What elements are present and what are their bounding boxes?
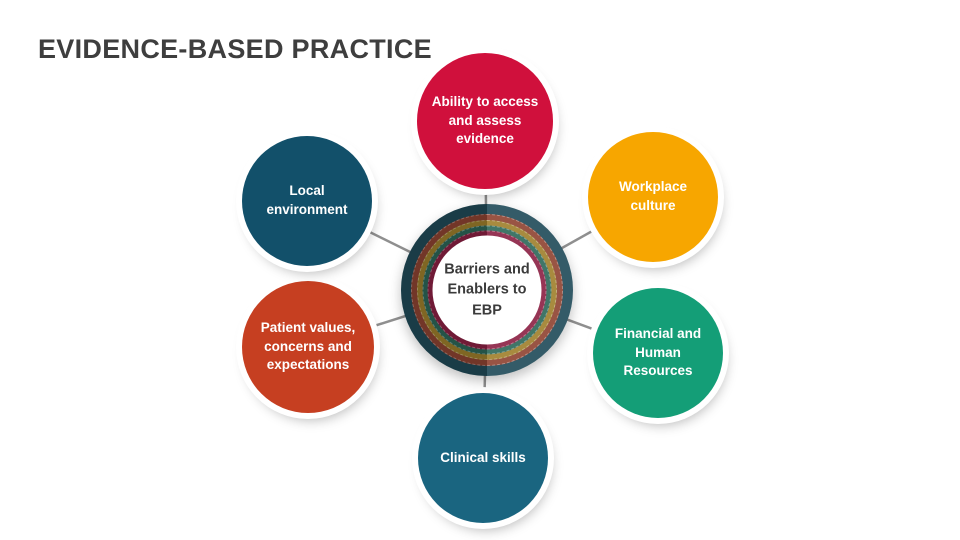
- node-workplace-culture: Workplace culture: [588, 132, 718, 262]
- node-local-environment: Local environment: [242, 136, 372, 266]
- page-title: EVIDENCE-BASED PRACTICE: [38, 34, 432, 65]
- node-label: Ability to access and assess evidence: [431, 94, 539, 147]
- node-clinical-skills: Clinical skills: [418, 393, 548, 523]
- node-ability-to-access-evidence: Ability to access and assess evidence: [417, 53, 553, 189]
- node-financial-human-resources: Financial and Human Resources: [593, 288, 723, 418]
- center-label: Barriers and Enablers to EBP: [444, 261, 530, 319]
- node-patient-values: Patient values, concerns and expectation…: [242, 281, 374, 413]
- node-label: Financial and Human Resources: [614, 326, 702, 379]
- node-label: Local environment: [266, 183, 348, 217]
- node-label: Clinical skills: [440, 449, 526, 465]
- center-hub: Barriers and Enablers to EBP: [401, 204, 573, 376]
- node-label: Workplace culture: [618, 179, 688, 213]
- center-label-circle: Barriers and Enablers to EBP: [432, 235, 542, 345]
- node-label: Patient values, concerns and expectation…: [260, 320, 356, 373]
